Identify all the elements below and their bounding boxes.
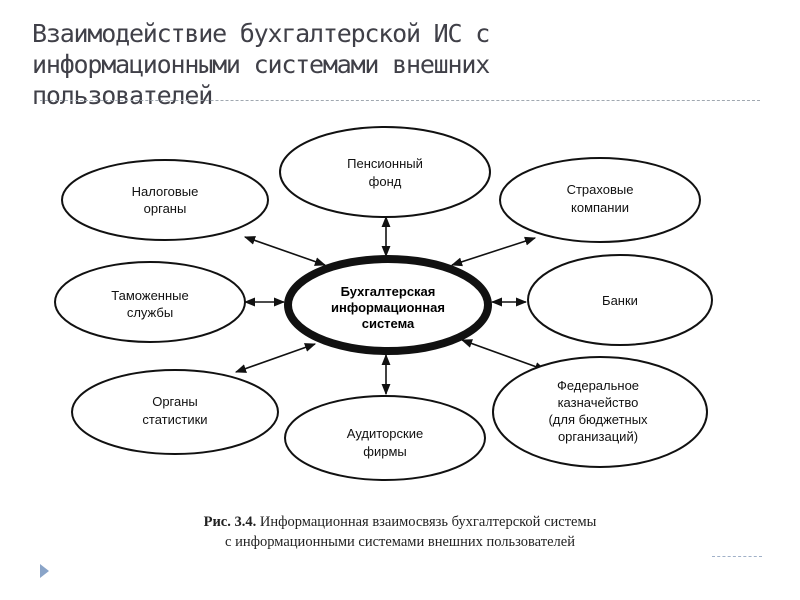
node-label: органы [144,201,187,216]
node-label: организаций) [558,429,638,444]
node-label: фирмы [363,444,406,459]
slide-title: Взаимодействие бухгалтерской ИС с информ… [32,18,732,111]
node-statistics [71,369,279,455]
arrow-tax [243,236,327,266]
node-label: Аудиторские [347,426,423,441]
node-banks [527,254,713,346]
node-audit [284,395,486,481]
node-label: казначейство [558,395,639,410]
node-insurance [499,157,701,243]
node-customs [54,261,246,343]
svg-text:Банки: Банки [602,293,638,308]
bullet-triangle-icon [40,564,49,578]
caption-label: Рис. 3.4. [203,514,257,530]
arrow-insurance [450,236,537,267]
node-label: статистики [142,412,207,427]
caption-line: с информационными системами внешних поль… [225,534,575,550]
center-label: информационная [331,300,445,315]
title-line: Взаимодействие бухгалтерской ИС с [32,19,490,48]
footer-divider [712,556,762,557]
figure-caption: Рис. 3.4. Информационная взаимосвязь бух… [0,512,800,552]
title-divider [40,100,760,101]
node-label: Таможенные [111,288,188,303]
node-label: компании [571,200,629,215]
arrow-treasury [460,339,547,371]
node-label: Федеральное [557,378,639,393]
title-line: пользователей [32,81,213,110]
center-label: Бухгалтерская [341,284,436,299]
node-center [284,255,492,355]
node-treasury [492,356,708,468]
title-line: информационными системами внешних [32,50,490,79]
node-label: службы [127,305,173,320]
node-label: Налоговые [132,184,199,199]
node-label: фонд [369,174,402,189]
node-label: Органы [152,394,198,409]
arrow-statistics [234,343,317,373]
node-label: Банки [602,293,638,308]
node-label: Пенсионный [347,156,423,171]
node-tax [61,159,269,241]
node-label: Страховые [567,182,634,197]
center-label: система [362,316,415,331]
node-pension [279,126,491,218]
caption-line: Информационная взаимосвязь бухгалтерской… [259,514,597,530]
node-label: (для бюджетных [548,412,648,427]
